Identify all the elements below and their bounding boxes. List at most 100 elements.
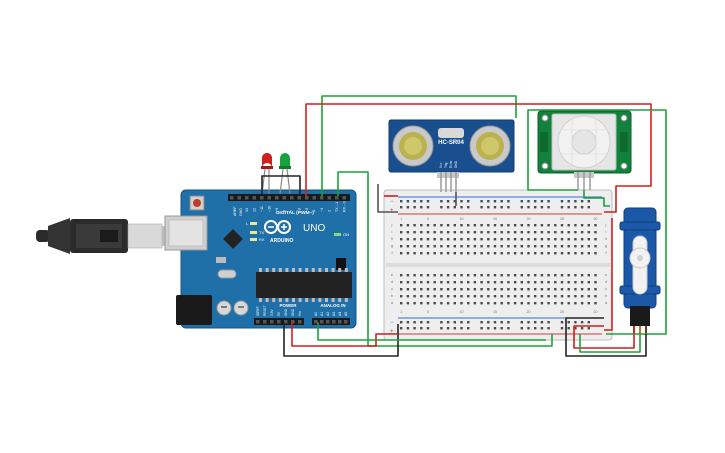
breadboard-hole[interactable] [446, 252, 450, 255]
breadboard-hole[interactable] [433, 245, 436, 248]
breadboard-hole[interactable] [520, 200, 523, 203]
breadboard-hole[interactable] [453, 274, 456, 277]
breadboard-hole[interactable] [400, 288, 403, 291]
breadboard-hole[interactable] [446, 327, 450, 330]
breadboard-hole[interactable] [547, 206, 550, 209]
wire-green-pir-loop[interactable] [527, 109, 667, 335]
breadboard-hole[interactable] [540, 245, 544, 248]
breadboard-hole[interactable] [540, 238, 544, 241]
breadboard-hole[interactable] [420, 238, 423, 241]
breadboard-hole[interactable] [587, 245, 590, 248]
breadboard-hole[interactable] [540, 288, 544, 291]
breadboard-hole[interactable] [467, 327, 470, 330]
breadboard-hole[interactable] [574, 321, 577, 324]
breadboard-hole[interactable] [527, 321, 530, 324]
breadboard-hole[interactable] [446, 302, 450, 305]
breadboard-hole[interactable] [413, 274, 416, 277]
breadboard-hole[interactable] [540, 206, 544, 209]
breadboard-hole[interactable] [500, 281, 503, 284]
breadboard-hole[interactable] [560, 224, 564, 227]
wire-green-servo[interactable] [579, 334, 641, 353]
breadboard-hole[interactable] [587, 200, 590, 203]
breadboard-hole[interactable] [540, 200, 544, 203]
breadboard-hole[interactable] [574, 281, 577, 284]
breadboard-hole[interactable] [473, 274, 477, 277]
breadboard-hole[interactable] [594, 288, 597, 291]
breadboard-hole[interactable] [480, 252, 483, 255]
breadboard-hole[interactable] [460, 245, 463, 248]
breadboard-hole[interactable] [426, 295, 430, 298]
breadboard-hole[interactable] [580, 302, 584, 305]
digital-pin-hole[interactable] [327, 196, 332, 200]
breadboard-hole[interactable] [587, 295, 590, 298]
breadboard-hole[interactable] [554, 252, 557, 255]
breadboard-hole[interactable] [534, 274, 537, 277]
breadboard-hole[interactable] [534, 200, 537, 203]
breadboard-hole[interactable] [440, 281, 443, 284]
breadboard-hole[interactable] [587, 321, 590, 324]
breadboard-hole[interactable] [487, 224, 490, 227]
breadboard-hole[interactable] [574, 200, 577, 203]
breadboard-hole[interactable] [493, 231, 497, 234]
breadboard-hole[interactable] [406, 231, 410, 234]
wire-green-top[interactable] [321, 95, 517, 196]
breadboard-hole[interactable] [480, 302, 483, 305]
digital-pin-hole[interactable] [252, 196, 257, 200]
breadboard-hole[interactable] [406, 224, 410, 227]
power-pin-hole[interactable] [277, 320, 281, 324]
breadboard-hole[interactable] [560, 295, 564, 298]
breadboard-hole[interactable] [440, 321, 443, 324]
breadboard-hole[interactable] [560, 206, 564, 209]
breadboard-hole[interactable] [467, 288, 470, 291]
breadboard-hole[interactable] [567, 224, 570, 227]
breadboard-hole[interactable] [520, 224, 523, 227]
breadboard-hole[interactable] [580, 224, 584, 227]
breadboard-hole[interactable] [400, 295, 403, 298]
breadboard-hole[interactable] [473, 252, 477, 255]
breadboard-hole[interactable] [493, 206, 497, 209]
breadboard-hole[interactable] [460, 288, 463, 291]
breadboard-hole[interactable] [507, 321, 510, 324]
breadboard-hole[interactable] [420, 206, 423, 209]
breadboard-hole[interactable] [467, 295, 470, 298]
breadboard-hole[interactable] [487, 200, 490, 203]
digital-pin-hole[interactable] [342, 196, 347, 200]
breadboard-hole[interactable] [547, 302, 550, 305]
breadboard-hole[interactable] [406, 252, 410, 255]
breadboard-hole[interactable] [520, 327, 523, 330]
breadboard-hole[interactable] [406, 302, 410, 305]
breadboard-hole[interactable] [400, 274, 403, 277]
breadboard-hole[interactable] [574, 231, 577, 234]
breadboard-hole[interactable] [453, 200, 456, 203]
breadboard-hole[interactable] [580, 295, 584, 298]
breadboard-hole[interactable] [400, 321, 403, 324]
analog-pin-hole[interactable] [320, 320, 324, 324]
breadboard-hole[interactable] [540, 231, 544, 234]
breadboard-hole[interactable] [420, 274, 423, 277]
breadboard-hole[interactable] [413, 245, 416, 248]
breadboard-hole[interactable] [560, 252, 564, 255]
red-led[interactable] [261, 153, 273, 195]
wire-red-top[interactable] [305, 103, 652, 213]
breadboard-hole[interactable] [513, 281, 517, 284]
breadboard-hole[interactable] [507, 302, 510, 305]
breadboard-hole[interactable] [567, 245, 570, 248]
breadboard-hole[interactable] [406, 295, 410, 298]
power-pin-hole[interactable] [284, 320, 288, 324]
breadboard-hole[interactable] [547, 252, 550, 255]
breadboard-hole[interactable] [534, 245, 537, 248]
breadboard-hole[interactable] [540, 302, 544, 305]
breadboard-hole[interactable] [507, 200, 510, 203]
breadboard-hole[interactable] [500, 245, 503, 248]
breadboard-hole[interactable] [540, 281, 544, 284]
breadboard-hole[interactable] [560, 302, 564, 305]
breadboard-hole[interactable] [453, 224, 456, 227]
breadboard-hole[interactable] [580, 274, 584, 277]
breadboard-hole[interactable] [547, 224, 550, 227]
breadboard-hole[interactable] [594, 245, 597, 248]
breadboard-hole[interactable] [413, 252, 416, 255]
breadboard-hole[interactable] [527, 288, 530, 291]
wire-red-servo-right[interactable] [604, 218, 613, 331]
wire-black-breadboard[interactable] [377, 184, 398, 213]
